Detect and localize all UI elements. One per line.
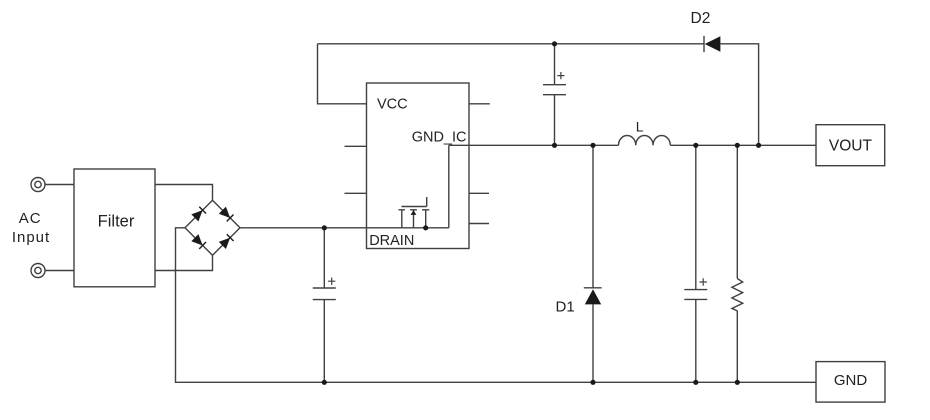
- svg-text:Input: Input: [12, 229, 50, 246]
- svg-text:GND: GND: [834, 372, 868, 389]
- svg-text:Filter: Filter: [98, 212, 135, 230]
- svg-text:GND_IC: GND_IC: [412, 129, 467, 145]
- svg-text:D2: D2: [691, 10, 711, 27]
- svg-text:VCC: VCC: [377, 96, 408, 112]
- svg-text:AC: AC: [19, 210, 42, 227]
- svg-text:VOUT: VOUT: [829, 138, 873, 155]
- svg-text:L: L: [636, 119, 644, 135]
- svg-text:D1: D1: [556, 298, 575, 315]
- svg-text:DRAIN: DRAIN: [369, 233, 414, 249]
